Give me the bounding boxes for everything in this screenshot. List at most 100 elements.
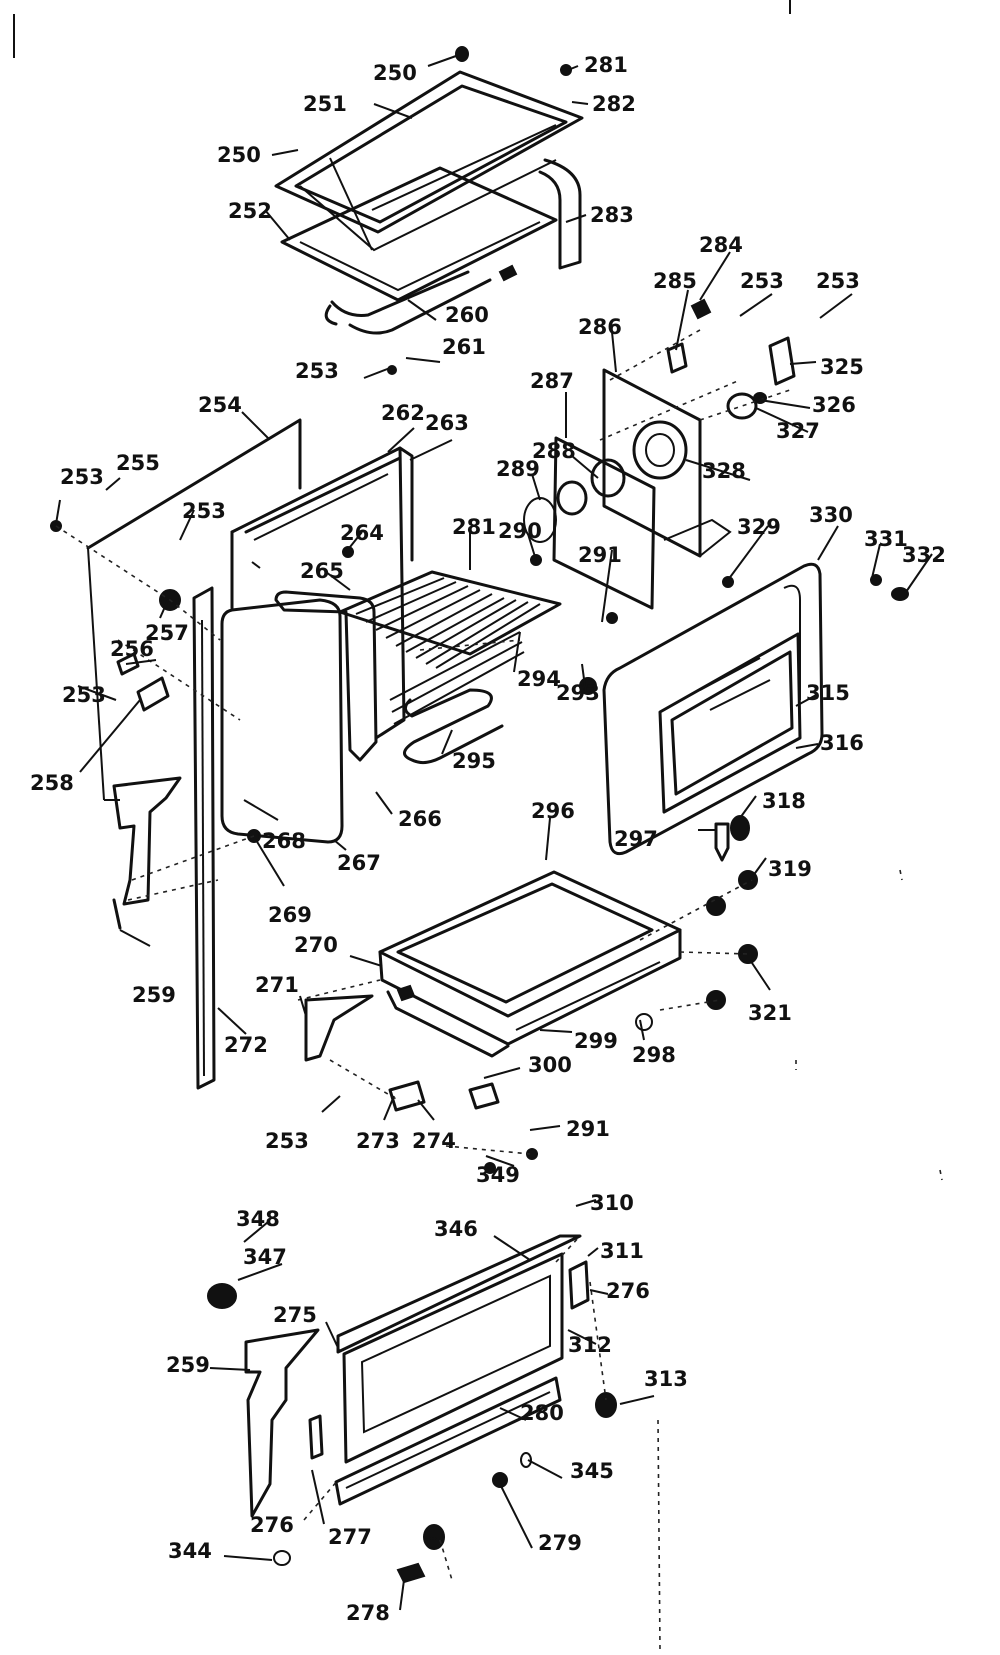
part-number-label: 310 (590, 1191, 634, 1215)
part-number-label: 254 (198, 393, 242, 417)
part-number-label: 293 (556, 681, 600, 705)
part-number-label: 344 (168, 1539, 212, 1563)
oven-rack (338, 570, 562, 725)
small-parts-top-right (666, 298, 796, 420)
part-number-label: 267 (337, 851, 381, 875)
broiler-top-assembly (274, 70, 584, 335)
part-number-label: 289 (496, 457, 540, 481)
part-number-label: 273 (356, 1129, 400, 1153)
back-panel-286 (602, 368, 732, 558)
part-number-label: 261 (442, 335, 486, 359)
part-number-label: 251 (303, 92, 347, 116)
part-number-label: 331 (864, 527, 908, 551)
storage-drawer-front (334, 1234, 590, 1506)
part-number-label: 274 (412, 1129, 456, 1153)
part-number-label: 259 (132, 983, 176, 1007)
part-number-label: 259 (166, 1353, 210, 1377)
part-number-label: 258 (30, 771, 74, 795)
leader-lines (55, 55, 933, 1611)
part-number-label: 282 (592, 92, 636, 116)
part-number-label: 250 (217, 143, 261, 167)
part-number-label: 300 (528, 1053, 572, 1077)
part-number-label: 332 (902, 543, 946, 567)
part-number-label: 264 (340, 521, 384, 545)
part-number-label: 288 (532, 439, 576, 463)
part-number-label: 266 (398, 807, 442, 831)
part-number-label: 285 (653, 269, 697, 293)
alignment-lines (55, 329, 943, 1651)
part-number-label: 265 (300, 559, 344, 583)
part-number-label: 250 (373, 61, 417, 85)
part-number-label: 270 (294, 933, 338, 957)
part-number-label: 272 (224, 1033, 268, 1057)
part-number-label: 328 (702, 459, 746, 483)
part-number-label: 252 (228, 199, 272, 223)
part-number-label: 271 (255, 973, 299, 997)
part-number-label: 253 (740, 269, 784, 293)
part-number-label: 329 (737, 515, 781, 539)
part-number-label: 348 (236, 1207, 280, 1231)
oven-door-268 (220, 598, 344, 844)
part-number-label: 253 (60, 465, 104, 489)
part-number-label: 291 (578, 543, 622, 567)
broiler-drawer (378, 870, 682, 1058)
part-number-label: 255 (116, 451, 160, 475)
part-number-label: 284 (699, 233, 743, 257)
part-number-label: 280 (520, 1401, 564, 1425)
side-bracket-259 (244, 1328, 324, 1518)
part-number-label: 299 (574, 1029, 618, 1053)
part-number-label: 345 (570, 1459, 614, 1483)
part-number-label: 316 (820, 731, 864, 755)
part-number-label: 275 (273, 1303, 317, 1327)
part-number-label: 253 (62, 683, 106, 707)
part-number-label: 290 (498, 519, 542, 543)
part-number-label: 325 (820, 355, 864, 379)
inner-door-266 (274, 590, 378, 762)
part-number-label: 269 (268, 903, 312, 927)
part-number-label: 349 (476, 1163, 520, 1187)
part-number-label: 298 (632, 1043, 676, 1067)
part-number-label: 262 (381, 401, 425, 425)
part-number-label: 327 (776, 419, 820, 443)
part-number-label: 253 (265, 1129, 309, 1153)
oven-liner (230, 446, 414, 740)
small-parts-bottom (207, 1283, 617, 1584)
part-number-label: 313 (644, 1367, 688, 1391)
part-number-label: 315 (806, 681, 850, 705)
part-number-label: 281 (584, 53, 628, 77)
part-number-label: 253 (816, 269, 860, 293)
side-panel-254 (86, 418, 302, 930)
part-number-label: 278 (346, 1601, 390, 1625)
trim-strip-272 (192, 586, 216, 1090)
part-number-label: 286 (578, 315, 622, 339)
part-number-label: 326 (812, 393, 856, 417)
control-panel-287 (523, 436, 656, 610)
part-number-label: 281 (452, 515, 496, 539)
part-number-label: 268 (262, 829, 306, 853)
part-number-label: 291 (566, 1117, 610, 1141)
part-number-label: 321 (748, 1001, 792, 1025)
part-number-label: 319 (768, 857, 812, 881)
part-number-label: 263 (425, 411, 469, 435)
part-number-label: 257 (145, 621, 189, 645)
part-number-label: 276 (250, 1513, 294, 1537)
part-number-label: 346 (434, 1217, 478, 1241)
part-number-label: 295 (452, 749, 496, 773)
part-number-label: 279 (538, 1531, 582, 1555)
part-number-label: 296 (531, 799, 575, 823)
part-number-label: 294 (517, 667, 561, 691)
part-number-label: 311 (600, 1239, 644, 1263)
part-number-label: 253 (182, 499, 226, 523)
part-number-label: 312 (568, 1333, 612, 1357)
part-number-label: 276 (606, 1279, 650, 1303)
bake-element (403, 688, 504, 765)
part-number-label: 277 (328, 1525, 372, 1549)
part-number-label: 318 (762, 789, 806, 813)
part-number-label: 283 (590, 203, 634, 227)
part-number-label: 253 (295, 359, 339, 383)
part-number-label: 297 (614, 827, 658, 851)
part-number-label: 260 (445, 303, 489, 327)
right-oven-door (602, 562, 824, 856)
